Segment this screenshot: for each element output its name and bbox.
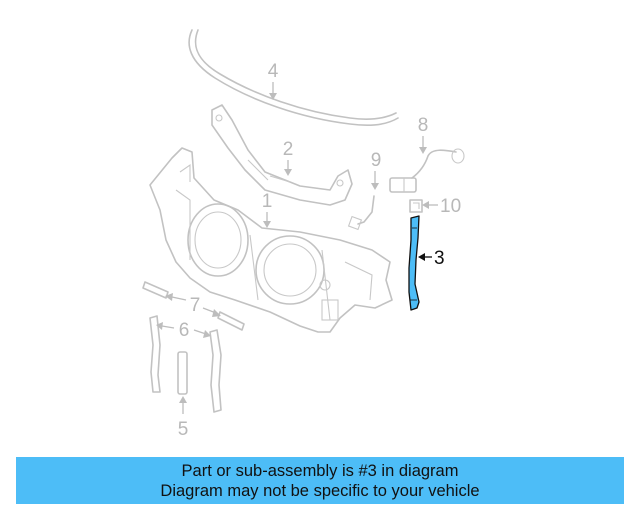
part-1-radiator-support xyxy=(149,147,393,333)
info-line-part: Part or sub-assembly is #3 in diagram xyxy=(181,462,459,480)
part-2-support-bracket xyxy=(211,104,353,206)
callout-6: 6 xyxy=(179,320,190,341)
callout-2: 2 xyxy=(283,139,294,160)
leader-lines xyxy=(156,82,438,414)
part-5-vertical-strip xyxy=(177,351,188,395)
part-4-upper-trim xyxy=(188,29,399,126)
info-banner: Part or sub-assembly is #3 in diagram Di… xyxy=(16,457,624,504)
callout-7: 7 xyxy=(190,295,201,316)
info-line-disclaimer: Diagram may not be specific to your vehi… xyxy=(160,482,480,500)
part-9-sensor xyxy=(347,195,375,231)
callout-5: 5 xyxy=(178,419,189,440)
callout-9: 9 xyxy=(371,150,382,171)
part-3-highlighted-strut xyxy=(408,215,420,311)
callout-10: 10 xyxy=(440,196,461,217)
part-8-wiring-harness xyxy=(389,148,465,193)
part-10-clip xyxy=(409,199,423,213)
parts-diagram: 4 2 1 9 8 10 3 7 6 5 xyxy=(142,29,465,440)
callout-1: 1 xyxy=(262,191,273,212)
callout-3: 3 xyxy=(434,248,445,269)
callout-8: 8 xyxy=(418,115,429,136)
callout-4: 4 xyxy=(268,61,279,82)
